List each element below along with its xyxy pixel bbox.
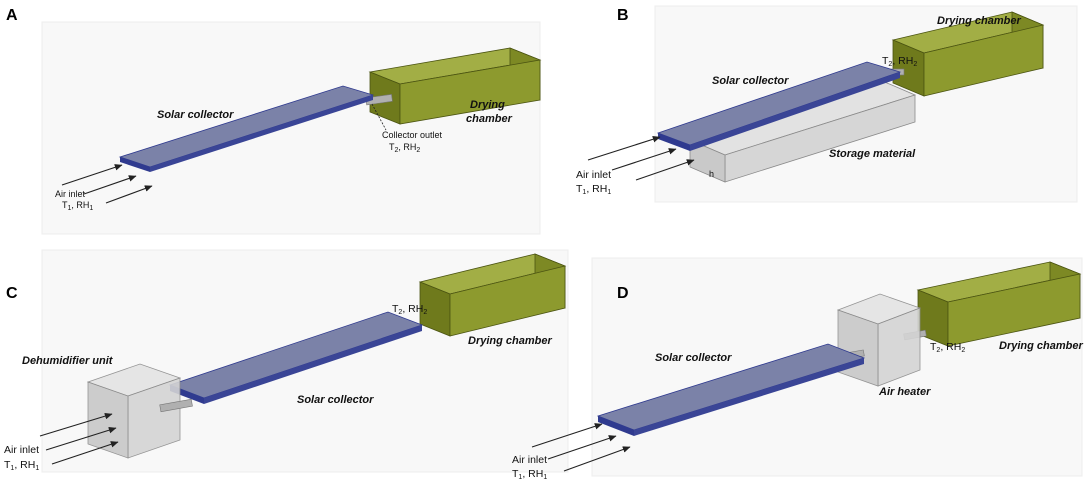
air-heater-label-d: Air heater (878, 386, 931, 398)
drying-chamber-d (916, 261, 1082, 347)
drying-label-a-2: chamber (466, 113, 513, 125)
solar-collector-label-c: Solar collector (297, 394, 374, 406)
air-inlet-label-b: Air inlet (576, 169, 611, 181)
outlet-conditions-b: T2, RH2 (882, 55, 917, 68)
panel-letter-a: A (6, 7, 18, 24)
panel-letter-b: B (617, 7, 629, 24)
dehumidifier-unit-c (86, 363, 182, 459)
panel-d: D Solar collector Air heater Drying cham… (512, 257, 1083, 481)
height-label-b: h (709, 169, 714, 179)
solar-collector-d (596, 343, 866, 436)
air-inlet-label-a: Air inlet (55, 189, 86, 199)
panel-c: C Dehumidifier unit Solar collector Dryi… (4, 249, 569, 473)
dehumidifier-label-c: Dehumidifier unit (22, 355, 114, 367)
inlet-conditions-a: T1, RH1 (62, 200, 93, 212)
storage-material-box-b (688, 79, 917, 183)
inlet-conditions-c: T1, RH1 (4, 459, 39, 472)
solar-collector-label-b: Solar collector (712, 75, 789, 87)
outlet-conditions-d: T2, RH2 (930, 341, 965, 354)
drying-chamber-c (418, 253, 567, 337)
air-inlet-label-d: Air inlet (512, 454, 547, 466)
panel-a: A Solar collector Drying chamber Collect… (6, 7, 542, 235)
solar-collector-c (168, 311, 424, 404)
air-heater-d (836, 293, 922, 387)
drying-chamber-label-b: Drying chamber (937, 15, 1021, 27)
solar-collector-label-a: Solar collector (157, 109, 234, 121)
dehumidifier-pipe-c (159, 398, 193, 413)
inlet-conditions-b: T1, RH1 (576, 183, 611, 196)
outlet-conditions-a: T2, RH2 (389, 142, 420, 154)
panel-letter-c: C (6, 285, 18, 302)
drying-chamber-label-d: Drying chamber (999, 340, 1083, 352)
outlet-conditions-c: T2, RH2 (392, 303, 427, 316)
drying-chamber-label-c: Drying chamber (468, 335, 552, 347)
drying-label-a-1: Drying (470, 99, 505, 111)
air-inlet-label-c: Air inlet (4, 444, 39, 456)
solar-collector-label-d: Solar collector (655, 352, 732, 364)
solar-collector-b (656, 61, 902, 151)
inlet-conditions-d: T1, RH1 (512, 468, 547, 481)
storage-material-label-b: Storage material (829, 148, 916, 160)
panel-letter-d: D (617, 285, 629, 302)
panel-b: B Drying chamber T2, RH2 Solar collector… (576, 5, 1078, 203)
drying-chamber-a (368, 47, 542, 125)
solar-collector-a (118, 85, 375, 172)
collector-outlet-label-a: Collector outlet (382, 130, 443, 140)
drying-chamber-b (891, 11, 1045, 97)
